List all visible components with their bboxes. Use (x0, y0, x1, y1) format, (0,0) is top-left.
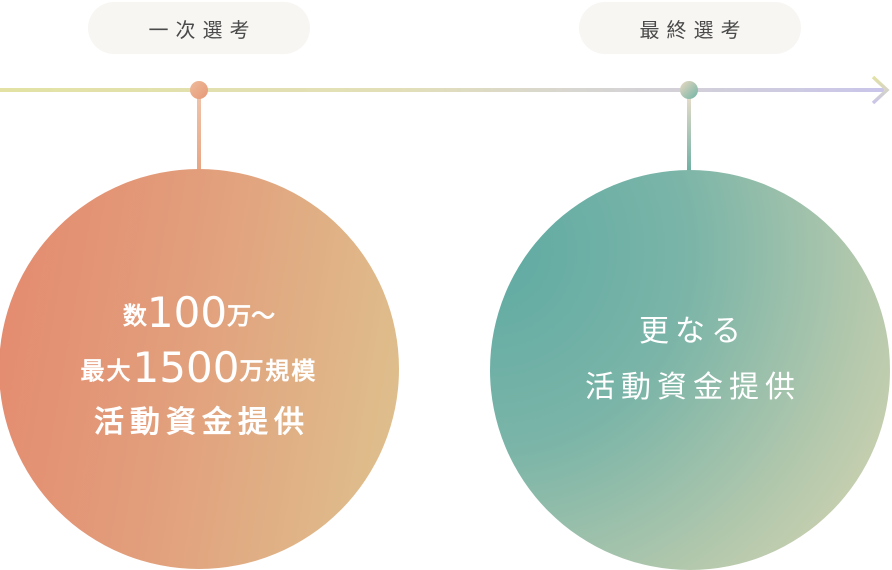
funding-circle-final-selection: 更なる 活動資金提供 (490, 170, 890, 570)
funding-amount-min: 100 (146, 288, 228, 338)
funding-prefix: 最大 (80, 356, 133, 385)
stage-label-final-selection: 最終選考 (579, 2, 801, 54)
funding-line-2: 最大1500万規模 (80, 342, 318, 392)
funding-circle-first-selection: 数100万～ 最大1500万規模 活動資金提供 (0, 169, 399, 569)
stage-label-text: 最終選考 (639, 17, 748, 42)
funding-line-1: 数100万～ (123, 289, 275, 337)
stem-final-selection (687, 96, 691, 171)
timeline-line (0, 88, 884, 92)
stage-label-text: 一次選考 (148, 17, 257, 42)
funding-line-1: 更なる (639, 313, 747, 349)
funding-line-3: 活動資金提供 (94, 405, 310, 441)
timeline-dot-final-selection (680, 81, 698, 99)
funding-suffix: 万～ (227, 302, 276, 331)
arrow-head-icon (871, 75, 890, 105)
funding-prefix: 数 (122, 302, 147, 331)
funding-suffix: 万規模 (239, 356, 318, 385)
funding-amount-max: 1500 (132, 342, 240, 392)
timeline (0, 75, 890, 171)
stem-first-selection (197, 96, 201, 171)
funding-line-2: 活動資金提供 (585, 370, 801, 405)
stage-label-first-selection: 一次選考 (88, 2, 310, 54)
timeline-dot-first-selection (190, 81, 208, 99)
